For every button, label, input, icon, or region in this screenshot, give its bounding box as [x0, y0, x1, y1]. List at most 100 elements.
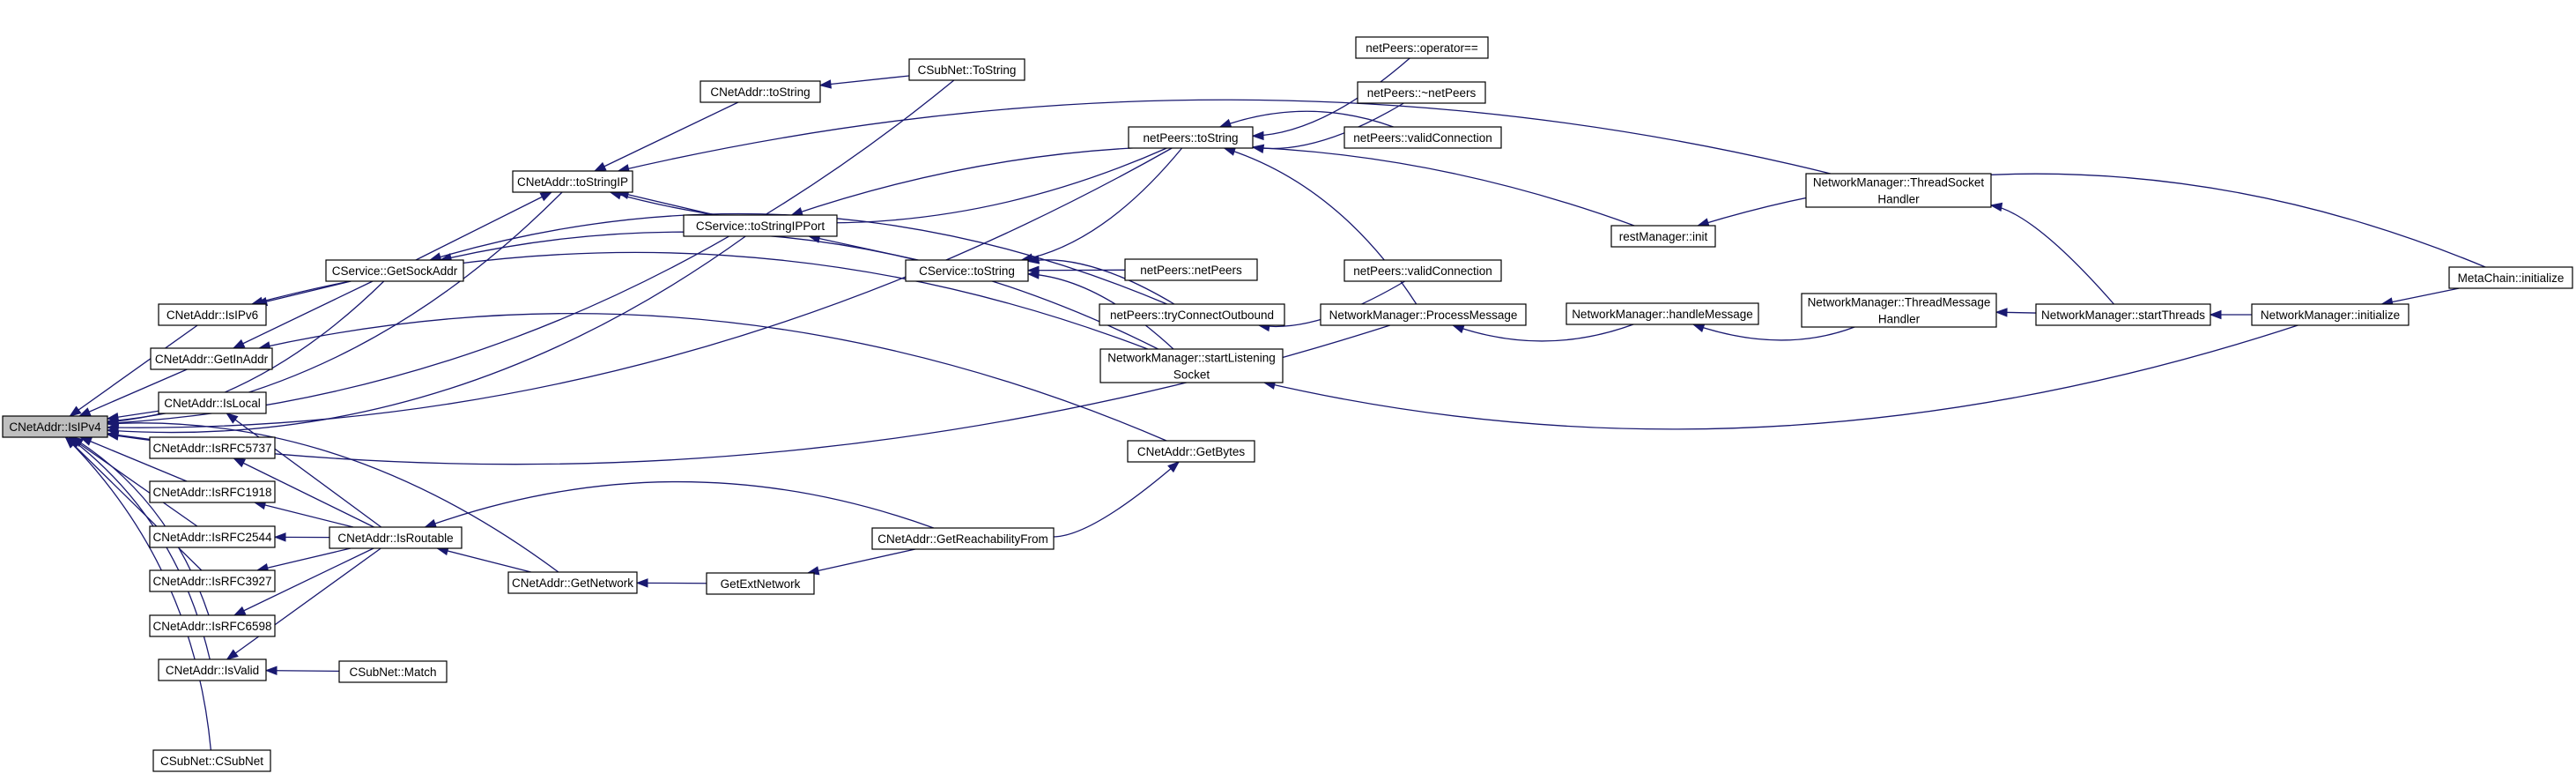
node-tostringipport[interactable]: CService::toStringIPPort — [683, 214, 838, 237]
node-box — [700, 80, 821, 103]
node-cnetaddr-tostring[interactable]: CNetAddr::toString — [700, 80, 821, 103]
node-netpeers-tostring[interactable]: netPeers::toString — [1128, 126, 1254, 149]
edge-n_startlistening-to-n_getsockaddr — [440, 231, 1158, 350]
node-getbytes[interactable]: CNetAddr::GetBytes — [1127, 440, 1255, 463]
node-islocal[interactable]: CNetAddr::IsLocal — [158, 391, 267, 414]
node-label: CSubNet::CSubNet — [160, 755, 263, 768]
node-isrfc5737[interactable]: CNetAddr::IsRFC5737 — [149, 436, 276, 459]
arrowhead-n_isroutable-to-n_islocal — [226, 413, 239, 424]
node-box — [507, 571, 638, 594]
node-metachain-init[interactable]: MetaChain::initialize — [2448, 266, 2573, 289]
edge-n_tryconnect-to-n_cservice_tostring — [1027, 259, 1175, 305]
node-restinit[interactable]: restManager::init — [1610, 225, 1716, 248]
arrowhead-n_nm_init-to-n_startthreads — [2209, 309, 2222, 320]
node-label: CNetAddr::IsRoutable — [337, 532, 453, 545]
arrowhead-n_getnetwork-to-n_isipv4 — [106, 418, 119, 428]
node-box — [1801, 293, 1997, 328]
nodes-layer: CNetAddr::IsIPv4CNetAddr::IsIPv6CNetAddr… — [2, 36, 2573, 772]
arrowhead-n_startthreads-to-n_threadsocket — [1989, 202, 2003, 212]
node-label: NetworkManager::startThreads — [2041, 309, 2205, 322]
arrowhead-n_isroutable-to-n_isrfc6598 — [233, 606, 247, 616]
node-label: CNetAddr::IsRFC2544 — [152, 531, 272, 544]
node-isrfc6598[interactable]: CNetAddr::IsRFC6598 — [149, 614, 276, 637]
node-processmsg[interactable]: NetworkManager::ProcessMessage — [1320, 303, 1527, 326]
edge-n_isroutable-to-n_isrfc5737 — [233, 457, 374, 528]
node-label: NetworkManager::ProcessMessage — [1329, 309, 1518, 322]
node-getnetwork[interactable]: CNetAddr::GetNetwork — [507, 571, 638, 594]
edge-n_metachain_init-to-n_nm_init — [2381, 287, 2460, 305]
node-box — [871, 527, 1055, 550]
node-nm-init[interactable]: NetworkManager::initialize — [2251, 303, 2409, 326]
node-tryconnect[interactable]: netPeers::tryConnectOutbound — [1099, 303, 1285, 326]
node-handlemsg[interactable]: NetworkManager::handleMessage — [1566, 302, 1759, 325]
node-box — [706, 572, 815, 595]
arrowhead-n_startthreads-to-n_threadmessage — [1995, 308, 2008, 317]
node-isrfc1918[interactable]: CNetAddr::IsRFC1918 — [149, 480, 276, 503]
node-isipv4[interactable]: CNetAddr::IsIPv4 — [2, 415, 108, 438]
node-box — [905, 259, 1029, 282]
node-getreachability[interactable]: CNetAddr::GetReachabilityFrom — [871, 527, 1055, 550]
node-isrfc3927[interactable]: CNetAddr::IsRFC3927 — [149, 569, 276, 592]
node-box — [149, 525, 276, 548]
arrowhead-n_getextnetwork-to-n_getnetwork — [635, 578, 648, 588]
node-startthreads[interactable]: NetworkManager::startThreads — [2035, 303, 2211, 326]
edge-n_isroutable-to-n_isvalid — [226, 547, 381, 660]
node-box — [908, 58, 1025, 81]
node-isipv6[interactable]: CNetAddr::IsIPv6 — [158, 303, 267, 326]
edge-n_isroutable-to-n_islocal — [226, 413, 382, 528]
node-label: netPeers::validConnection — [1353, 131, 1492, 145]
node-label: CNetAddr::IsIPv6 — [167, 309, 258, 322]
node-cservice-tostring[interactable]: CService::toString — [905, 259, 1029, 282]
node-label: CNetAddr::GetNetwork — [512, 576, 633, 590]
node-csubnet-tostring[interactable]: CSubNet::ToString — [908, 58, 1025, 81]
edge-n_getinaddr-to-n_isipv4 — [78, 368, 188, 417]
node-getinaddr[interactable]: CNetAddr::GetInAddr — [150, 347, 273, 370]
edge-n_isrfc1918-to-n_isipv4 — [80, 436, 188, 482]
node-box — [325, 259, 464, 282]
edge-n_getreachability-to-n_isroutable — [425, 480, 935, 529]
node-label: MetaChain::initialize — [2458, 271, 2565, 285]
edge-n_csubnet_tostring-to-n_isipv4 — [107, 79, 955, 425]
node-tostringip[interactable]: CNetAddr::toStringIP — [512, 170, 633, 193]
node-label: Handler — [1877, 193, 1920, 206]
node-box — [1805, 173, 1992, 208]
node-csubnet-match[interactable]: CSubNet::Match — [338, 660, 448, 683]
edge-n_validconn1-to-n_netpeers_tostring — [1219, 110, 1394, 128]
arrowhead-n_restinit-to-n_tostringipport — [790, 207, 804, 216]
arrowhead-n_getsockaddr-to-n_getinaddr — [232, 338, 246, 349]
edge-n_dtor-to-n_netpeers_tostring — [1252, 102, 1404, 150]
node-netpeers-netpeers[interactable]: netPeers::netPeers — [1124, 258, 1258, 281]
node-isroutable[interactable]: CNetAddr::IsRoutable — [329, 526, 463, 549]
node-csubnet[interactable]: CSubNet::CSubNet — [152, 749, 271, 772]
edge-n_handlemsg-to-n_processmsg — [1453, 324, 1634, 342]
edge-n_cservice_tostring-to-n_tostringipport — [809, 235, 919, 261]
node-getextnetwork[interactable]: GetExtNetwork — [706, 572, 815, 595]
node-validconn2[interactable]: netPeers::validConnection — [1344, 259, 1502, 282]
node-label: CSubNet::ToString — [918, 63, 1017, 77]
node-box — [329, 526, 463, 549]
edge-n_op_eq-to-n_netpeers_tostring — [1252, 57, 1410, 137]
node-getsockaddr[interactable]: CService::GetSockAddr — [325, 259, 464, 282]
node-box — [1355, 36, 1489, 59]
node-box — [1566, 302, 1759, 325]
node-isrfc2544[interactable]: CNetAddr::IsRFC2544 — [149, 525, 276, 548]
edge-n_netpeers_tostring-to-n_tostringip — [610, 147, 1167, 224]
node-label: CNetAddr::toStringIP — [517, 175, 628, 189]
node-isvalid[interactable]: CNetAddr::IsValid — [158, 658, 267, 681]
node-dtor[interactable]: netPeers::~netPeers — [1357, 81, 1486, 104]
arrowhead-n_handlemsg-to-n_processmsg — [1451, 324, 1465, 334]
edge-n_csubnet_tostring-to-n_cnetaddr_tostring — [819, 75, 910, 86]
node-label: CNetAddr::GetInAddr — [155, 353, 269, 366]
edge-n_isrfc3927-to-n_isipv4 — [65, 436, 203, 571]
node-op-eq[interactable]: netPeers::operator== — [1355, 36, 1489, 59]
edge-n_getsockaddr-to-n_tostringip — [415, 191, 552, 261]
edge-n_getnetwork-to-n_isroutable — [437, 547, 531, 573]
arrowhead-n_getsockaddr-to-n_tostringip — [539, 191, 553, 202]
node-validconn1[interactable]: netPeers::validConnection — [1344, 126, 1502, 149]
node-box — [2035, 303, 2211, 326]
edge-n_nm_init-to-n_startlistening — [1263, 324, 2298, 430]
node-box — [1099, 348, 1284, 383]
